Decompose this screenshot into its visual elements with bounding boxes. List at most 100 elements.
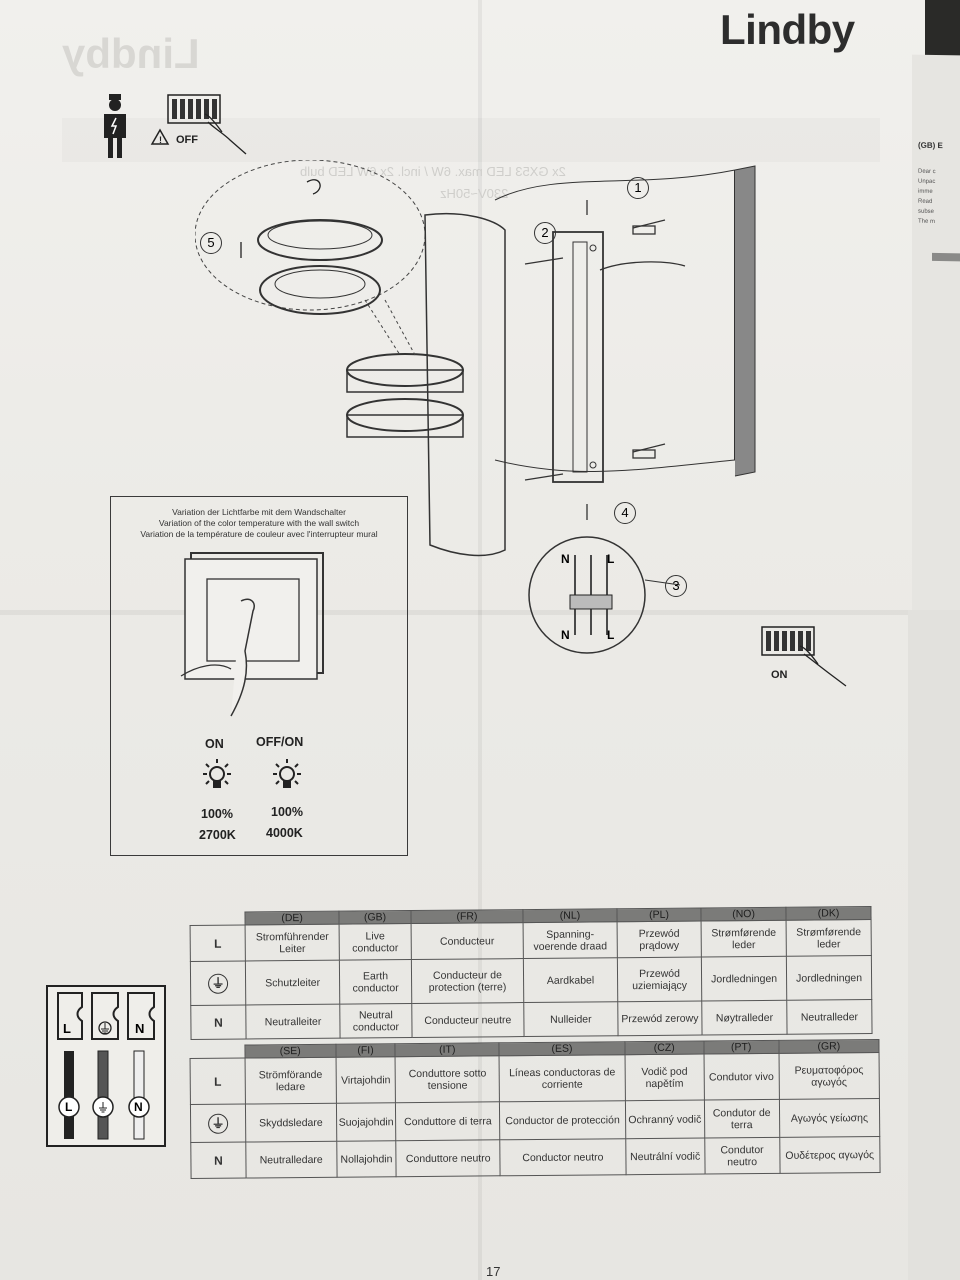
table-cell: Conducteur de protection (terre) [411,958,524,1004]
table-cell: Ochranný vodič [625,1100,705,1139]
table-cell: Neutrální vodič [625,1138,705,1175]
table-cell: Przewód uziemiający [617,957,702,1002]
ghost-logo: Lindby [62,30,200,77]
side-sheet-line: imme [918,188,933,195]
symbol-live: L [190,924,246,962]
table-cell: Conduttore di terra [395,1101,500,1141]
table-row: L Stromführender Leiter Live conductor C… [190,919,872,962]
table-cell: Strømførende leder [786,919,872,957]
table-cell: Przewód zerowy [617,1001,703,1036]
side-sheet-heading: (GB) E [918,140,943,151]
table-cell: Strømførende leder [701,920,787,958]
wall-switch-illustration [180,552,324,717]
table-cell: Nollajohdin [336,1140,397,1178]
lang-nl: (NL) [523,908,617,923]
table-row: ⏚ Skyddsledare Suojajohdin Conduttore di… [190,1098,880,1143]
bulb-icon-mode-on [203,759,231,788]
side-sheet-line: Unpac [918,178,936,185]
lang-dk: (DK) [785,906,872,921]
side-sheet-line: subse [918,208,935,215]
lang-pl: (PL) [616,908,702,922]
table-cell: Líneas conductoras de corriente [499,1054,626,1102]
table-cell: Suojajohdin [336,1102,397,1142]
table-row: L Strömförande ledare Virtajohdin Condut… [190,1052,880,1105]
mode-on-kelvin: 2700K [199,828,236,842]
wiring-detail-bubble [528,536,646,654]
wiring-n-bottom: N [561,628,570,642]
table-cell: Earth conductor [339,959,412,1005]
table-cell: Conduttore sotto tensione [395,1055,500,1103]
svg-text:!: ! [159,135,162,145]
wire-table-1: (DE) (GB) (FR) (NL) (PL) (NO) (DK) L Str… [189,906,873,1040]
table-row: N Neutralleiter Neutral conductor Conduc… [190,999,873,1040]
table-cell: Nulleider [523,1001,618,1037]
lang-gr: (GR) [778,1039,880,1054]
table-cell: Conduttore neutro [396,1139,501,1177]
table-cell: Αγωγός γείωσης [779,1098,880,1138]
table-cell: Virtajohdin [335,1056,396,1104]
table-row: N Neutralledare Nollajohdin Conduttore n… [190,1136,881,1179]
lang-fr: (FR) [410,909,524,924]
legend-n-top: N [135,1021,145,1036]
lang-pt: (PT) [703,1040,779,1055]
symbol-neutral: N [190,1004,247,1040]
side-sheet-line: Read [918,198,933,205]
table-cell: Schutzleiter [245,960,340,1005]
mode-on-label: ON [205,737,224,751]
table-cell: Aardkabel [523,957,618,1003]
lang-cz: (CZ) [624,1041,704,1055]
fold-line-horizontal [0,610,925,615]
table-cell: Condutor neutro [704,1137,780,1175]
table-cell: Neutralleiter [245,1004,341,1039]
lang-es: (ES) [499,1041,625,1056]
earth-symbol-cell: ⏚ [190,960,246,1006]
lower-sheet [908,610,960,1280]
table-row: ⏚ Schutzleiter Earth conductor Conducteu… [190,955,872,1006]
step-2-marker: 2 [534,222,556,244]
mode-on-percent: 100% [201,807,233,821]
lang-it: (IT) [395,1042,500,1057]
symbol-live: L [190,1058,246,1105]
table-cell: Ρευματοφόρος αγωγός [778,1052,880,1100]
table-cell: Condutor de terra [704,1099,780,1139]
mode-offon-kelvin: 4000K [266,826,303,840]
assembly-diagram [195,160,756,654]
table-cell: Jordledningen [786,955,872,1001]
table-cell: Conductor de protección [499,1100,626,1140]
table-cell: Strömförande ledare [245,1057,337,1105]
table-cell: Nøytralleder [701,1000,788,1036]
wiring-l-bottom: L [607,628,615,642]
table-cell: Stromführender Leiter [245,924,340,961]
table-cell: Conducteur [410,922,524,960]
fold-line-vertical [478,0,482,1280]
mode-offon-percent: 100% [271,805,303,819]
step-1-marker: 1 [627,177,649,199]
side-sheet-bar [932,252,960,262]
fuse-box-on-icon [761,626,847,687]
legend-l-top: L [63,1021,71,1036]
lang-se: (SE) [244,1044,336,1059]
instruction-sheet: Lindby 2x GX53 LED max. 6W / incl. 2x 6W… [0,0,925,1280]
mode-offon-label: OFF/ON [256,735,304,749]
heading-fr: Variation de la température de couleur a… [140,529,378,539]
symbol-neutral: N [190,1142,247,1179]
table-cell: Live conductor [339,923,412,961]
lang-no: (NO) [701,907,787,922]
table-cell: Vodič pod napětím [624,1054,705,1101]
table-cell: Spanning-voerende draad [523,921,618,959]
terminal-legend: L N L N [46,985,166,1147]
heading-de: Variation der Lichtfarbe mit dem Wandsch… [172,507,346,517]
wiring-l-top: L [607,552,615,566]
table-cell: Conductor neutro [499,1138,626,1176]
earth-icon: ⏚ [208,1113,229,1134]
side-sheet-line: The m [918,218,936,225]
adjacent-sheet: (GB) E Dear c Unpac imme Read subse The … [912,54,960,616]
table-cell: Skyddsledare [245,1103,337,1143]
table-cell: Neutral conductor [339,1003,412,1039]
lang-fi: (FI) [335,1043,396,1058]
power-on-label: ON [771,669,788,681]
legend-l-bottom: L [65,1100,73,1114]
wire-table-2: (SE) (FI) (IT) (ES) (CZ) (PT) (GR) L Str… [189,1039,881,1179]
color-temperature-heading: Variation der Lichtfarbe mit dem Wandsch… [111,507,407,540]
table-cell: Condutor vivo [703,1053,780,1101]
